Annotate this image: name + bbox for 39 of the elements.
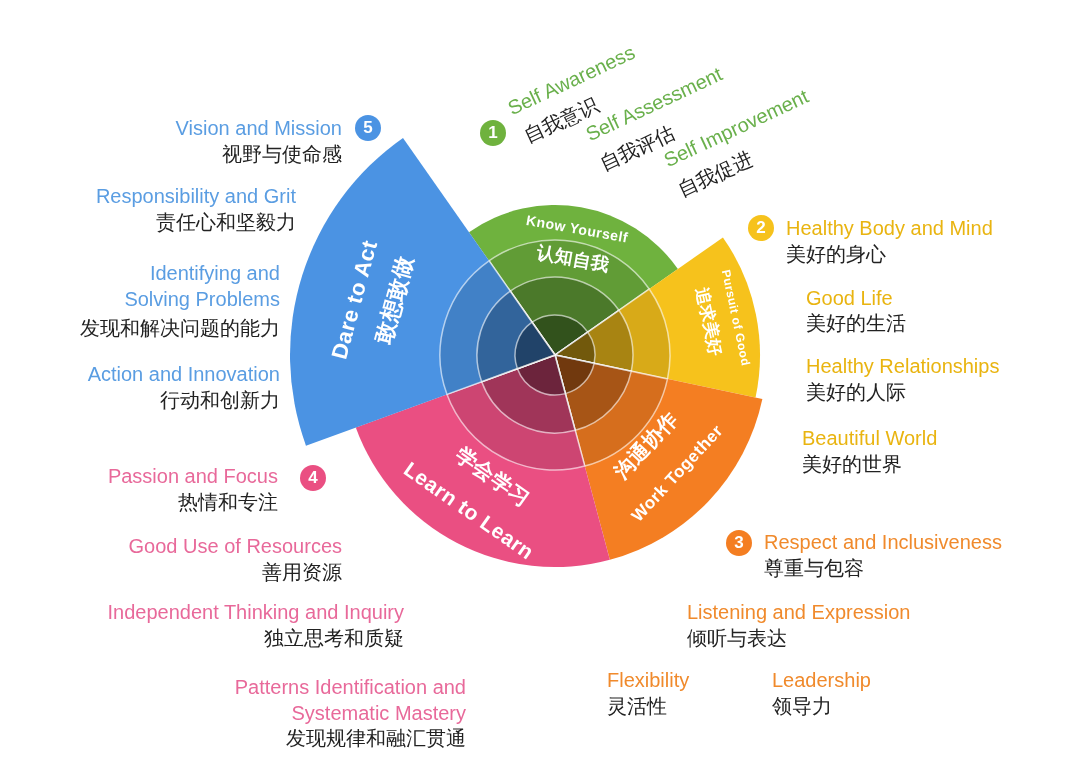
segment-title: 认知自我	[535, 242, 612, 276]
chinese-label: 发现规律和融汇贯通	[286, 726, 466, 750]
skill-label: Action and Innovation	[87, 362, 280, 386]
chinese-label: 美好的人际	[806, 380, 906, 404]
skill-label: Healthy Body and Mind	[786, 216, 993, 240]
skill-label: Flexibility	[607, 668, 690, 692]
chinese-label: 领导力	[772, 694, 832, 718]
number-badge: 1	[480, 120, 506, 146]
number-badge: 4	[300, 465, 326, 491]
chinese-label: 独立思考和质疑	[264, 626, 404, 650]
skill-label: Healthy Relationships	[806, 354, 1000, 378]
chinese-label: 灵活性	[607, 694, 667, 718]
skill-label: Identifying and Solving Problems	[123, 261, 280, 312]
number-badge: 2	[748, 215, 774, 241]
chinese-label: 倾听与表达	[687, 626, 787, 650]
skill-label: Good Use of Resources	[128, 534, 342, 558]
skill-label: Listening and Expression	[687, 600, 911, 624]
number-badge: 3	[726, 530, 752, 556]
chinese-label: 尊重与包容	[764, 556, 864, 580]
chinese-label: 视野与使命感	[222, 142, 342, 166]
skill-label: Vision and Mission	[175, 116, 342, 140]
skill-label: Respect and Inclusiveness	[764, 530, 1002, 554]
chinese-label: 美好的身心	[786, 242, 886, 266]
chinese-label: 发现和解决问题的能力	[80, 316, 280, 340]
chinese-label: 责任心和坚毅力	[156, 210, 296, 234]
chinese-label: 美好的世界	[802, 452, 902, 476]
skill-label: Independent Thinking and Inquiry	[107, 600, 404, 624]
chinese-label: 行动和创新力	[160, 388, 280, 412]
chinese-label: 善用资源	[262, 560, 342, 584]
skill-label: Responsibility and Grit	[95, 184, 296, 208]
skill-label: Passion and Focus	[107, 464, 278, 488]
skill-label: Patterns Identification and Systematic Mastery	[233, 675, 466, 726]
skill-label: Leadership	[772, 668, 871, 692]
number-badge: 5	[355, 115, 381, 141]
segment-title: 追求美好	[692, 285, 726, 358]
chinese-label: 热情和专注	[178, 490, 278, 514]
chinese-label: 美好的生活	[806, 311, 906, 335]
skill-label: Good Life	[806, 286, 893, 310]
skill-label: Beautiful World	[802, 426, 938, 450]
